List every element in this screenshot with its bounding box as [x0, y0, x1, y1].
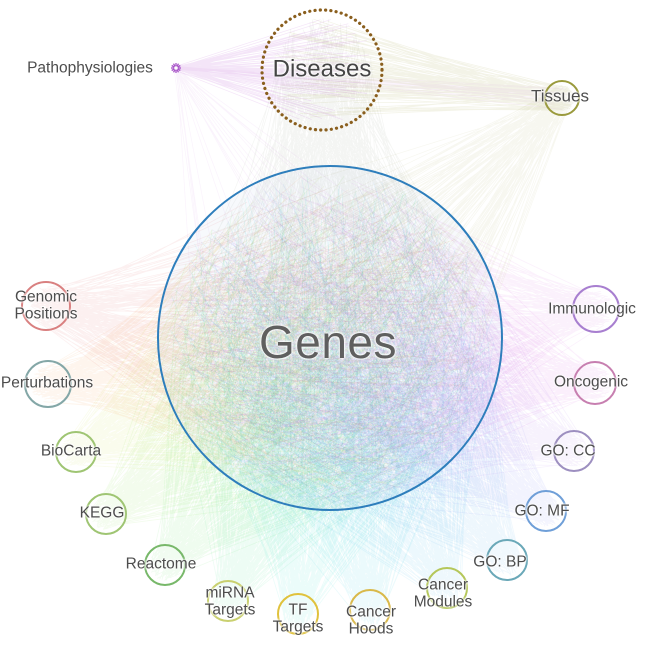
tissues-genes-edge-bundle — [174, 84, 575, 498]
genomic-positions-node[interactable] — [21, 281, 71, 331]
oncogenic-edge-bundle — [170, 177, 611, 501]
pathophysiologies-tissues-edge-bundle — [173, 65, 573, 110]
go-bp-node[interactable] — [486, 539, 528, 581]
diseases-node[interactable] — [260, 8, 384, 132]
mirna-targets-node[interactable] — [207, 580, 249, 622]
go-cc-edge-bundle — [169, 188, 590, 503]
biocarta-edge-bundle — [60, 175, 477, 484]
go-mf-edge-bundle — [175, 186, 562, 527]
diseases-tissues-edge-bundle — [275, 18, 575, 118]
genomic-positions-edge-bundle — [27, 186, 478, 502]
go-bp-edge-bundle — [172, 181, 523, 576]
perturbations-node[interactable] — [24, 360, 72, 408]
reactome-edge-bundle — [149, 178, 491, 581]
pathophysiologies-node[interactable] — [171, 63, 181, 73]
go-mf-node[interactable] — [525, 490, 567, 532]
go-cc-node[interactable] — [553, 430, 595, 472]
tf-targets-node[interactable] — [277, 593, 319, 635]
tf-targets-edge-bundle — [171, 185, 495, 630]
biocarta-node[interactable] — [55, 431, 97, 473]
star-center — [174, 66, 178, 70]
pathophysiologies-diseases-edge-bundle — [173, 19, 371, 120]
tissues-node[interactable] — [544, 80, 580, 116]
reactome-node[interactable] — [144, 544, 186, 586]
cancer-hoods-node[interactable] — [349, 589, 391, 631]
genes-node[interactable] — [157, 165, 503, 511]
cancer-hoods-edge-bundle — [170, 177, 494, 626]
pathophysiologies-genes-edge-bundle — [173, 65, 482, 444]
cancer-modules-node[interactable] — [426, 567, 468, 609]
immunologic-node[interactable] — [572, 285, 620, 333]
cancer-modules-edge-bundle — [181, 183, 495, 605]
kegg-node[interactable] — [85, 493, 127, 535]
oncogenic-node[interactable] — [573, 361, 617, 405]
diseases-genes-edge-bundle — [171, 18, 493, 496]
immunologic-edge-bundle — [167, 179, 614, 500]
perturbations-edge-bundle — [30, 175, 482, 499]
